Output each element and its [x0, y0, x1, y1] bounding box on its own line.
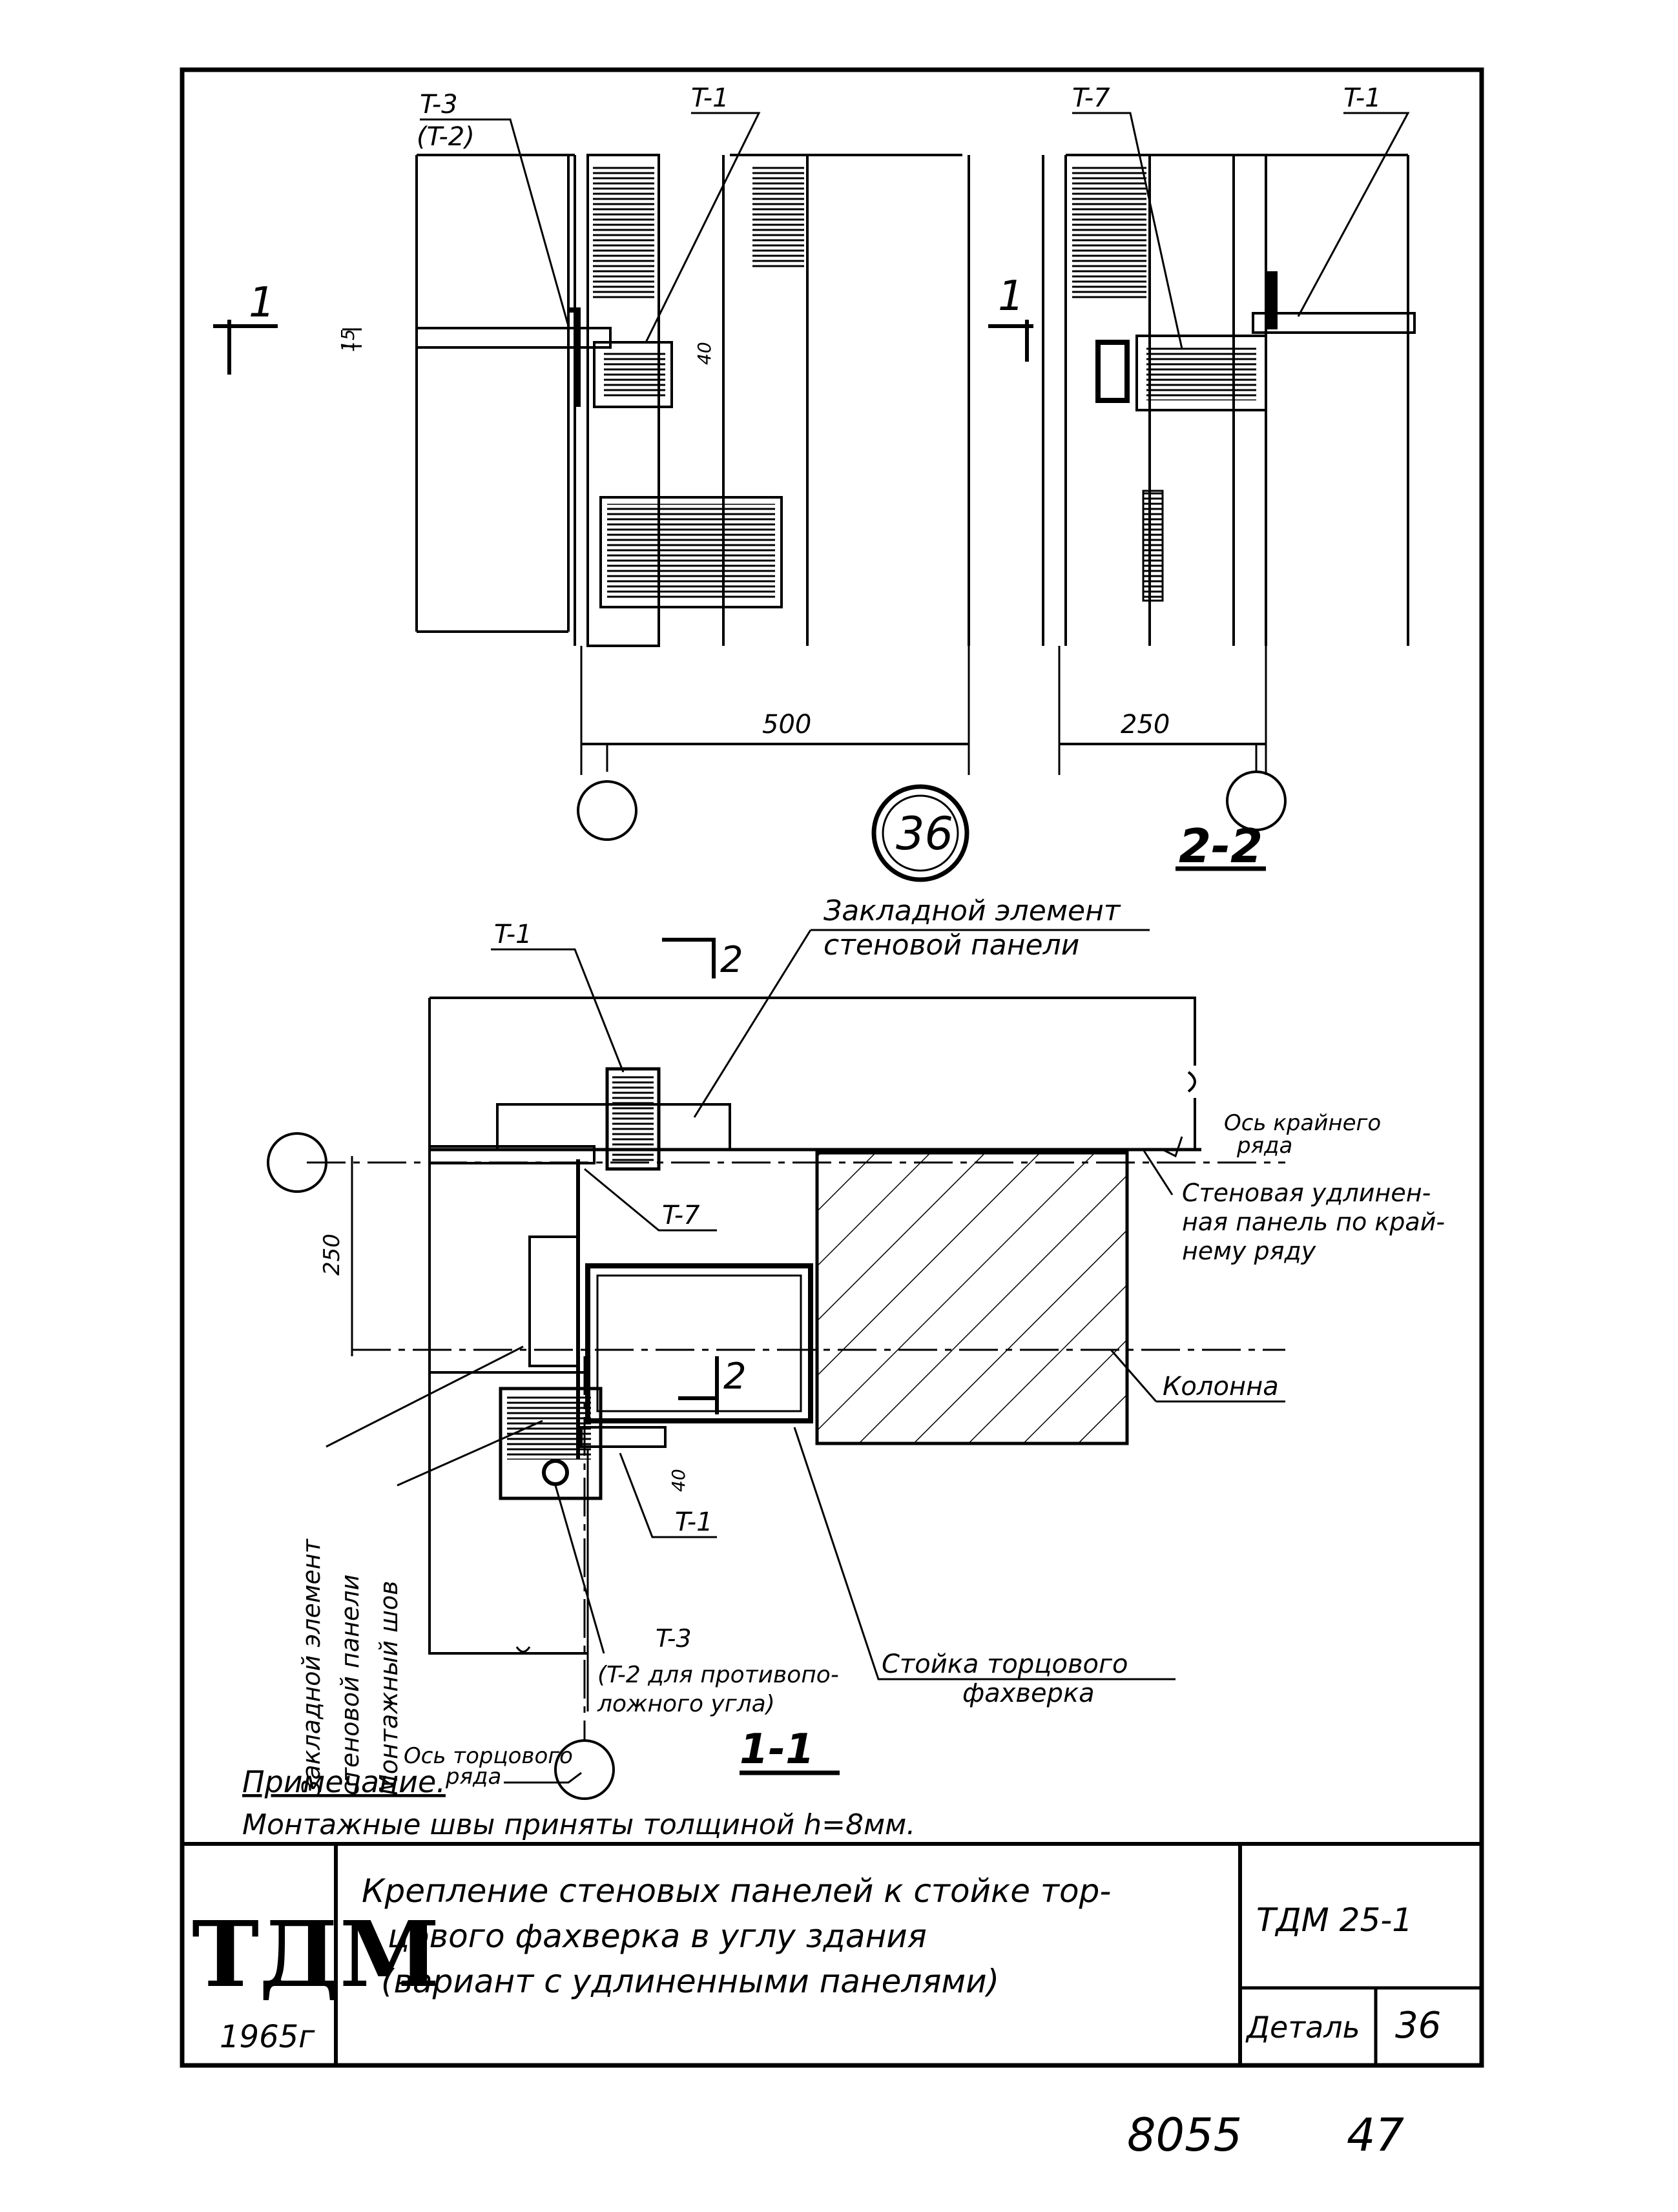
callout-t2: (T-2) — [417, 122, 475, 152]
dim-15: 15 — [337, 329, 358, 352]
vertical-label-weld: Монтажный шов — [375, 1580, 403, 1795]
axis-bubble-outer-row — [267, 1132, 327, 1193]
section-1-1-view — [267, 929, 1285, 1800]
title-line-3: (вариант с удлиненными панелями) — [381, 1963, 999, 2000]
callout-t1-left: T-1 — [691, 83, 729, 113]
callout-t7-plan: T-7 — [662, 1201, 700, 1230]
axis-outer-row-label-2: ряда — [1236, 1133, 1292, 1159]
callout-t3-note-line2: ложного угла) — [597, 1691, 775, 1717]
vertical-label-panel: стеновой панели — [336, 1575, 364, 1795]
section-mark-2-top: 2 — [720, 939, 743, 981]
axis-end-row-label: Ось торцового — [404, 1743, 573, 1769]
callout-t3: T-3 — [420, 90, 458, 119]
detail-label: Деталь — [1245, 2010, 1360, 2045]
detail-value: 36 — [1395, 2005, 1441, 2047]
column-label: Колонна — [1163, 1372, 1279, 1401]
drawing-code: ТДМ 25-1 — [1256, 1901, 1413, 1939]
section-mark-left: 1 — [249, 279, 275, 327]
axis-end-row-label-2: ряда — [445, 1764, 501, 1790]
wall-panel-label-3: нему ряду — [1182, 1237, 1316, 1265]
callout-t3-note-line1: (T-2 для противопо- — [597, 1662, 839, 1688]
wall-panel-label-2: ная панель по край- — [1182, 1208, 1445, 1236]
dim-250-upper: 250 — [1121, 710, 1170, 739]
callout-t1-bottom: T-1 — [675, 1507, 713, 1537]
embedded-element-title: Закладной элемент — [823, 894, 1121, 927]
column-section — [815, 1151, 1129, 1445]
section-mark-right: 1 — [998, 273, 1024, 320]
title-line-2: цового фахверка в углу здания — [388, 1917, 927, 1955]
end-post-label-2: фахверка — [962, 1679, 1095, 1708]
title-line-1: Крепление стеновых панелей к стойке тор- — [362, 1872, 1111, 1910]
view-title-1-1: 1-1 — [740, 1726, 814, 1773]
sheet-frame — [180, 67, 1484, 2068]
dim-500: 500 — [762, 710, 811, 739]
axis-bubble-left — [577, 780, 637, 841]
callout-t1-top: T-1 — [494, 920, 532, 949]
section-mark-2-mid: 2 — [723, 1356, 747, 1398]
sheet-code: 8055 — [1127, 2109, 1242, 2162]
note-text: Монтажные швы приняты толщиной h=8мм. — [242, 1808, 915, 1841]
vertical-label-embedded: Закладной элемент — [297, 1538, 326, 1795]
title-year: 1965г — [220, 2019, 315, 2055]
dim-40: 40 — [694, 342, 715, 365]
dim-40-plan: 40 — [668, 1469, 689, 1492]
callout-t1-right: T-1 — [1343, 83, 1382, 113]
callout-t7: T-7 — [1072, 83, 1110, 113]
view-title-2-2: 2-2 — [1179, 819, 1263, 873]
tdm-logo: ТДМ — [192, 1902, 440, 2008]
axis-outer-row-label: Ось крайнего — [1224, 1110, 1381, 1136]
end-post — [585, 1263, 813, 1423]
wall-panel-label-1: Стеновая удлинен- — [1182, 1179, 1431, 1207]
page-number: 47 — [1347, 2109, 1404, 2162]
section-2-2-view — [213, 112, 1416, 882]
detail-number: 36 — [896, 807, 953, 860]
detail-number-circle — [871, 784, 969, 882]
end-post-label-1: Стойка торцового — [882, 1649, 1128, 1679]
upper-left-hatch — [593, 165, 654, 300]
dim-250-plan: 250 — [319, 1234, 345, 1276]
note-heading: Примечание. — [242, 1764, 446, 1799]
embedded-element-subtitle: стеновой панели — [823, 929, 1079, 962]
axis-bubble-right — [1226, 770, 1287, 831]
callout-t3-plan: T-3 — [656, 1624, 692, 1653]
